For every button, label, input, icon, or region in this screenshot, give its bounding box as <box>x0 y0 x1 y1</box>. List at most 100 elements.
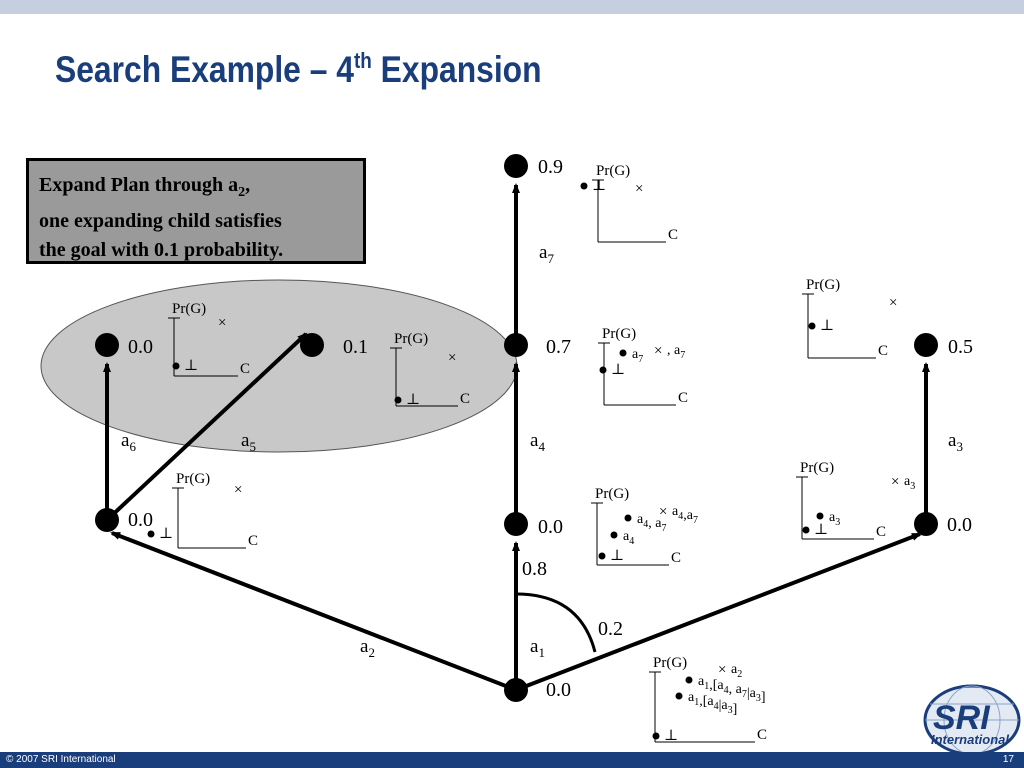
plot-point <box>675 692 683 700</box>
callout-line-3: the goal with 0.1 probability. <box>39 239 284 261</box>
plot-a3-lower: Pr(G) C ⊥ × a3 a3 <box>796 460 915 540</box>
plot-y-label: Pr(G) <box>800 460 834 476</box>
plot-bottom-marker: ⊥ <box>592 178 606 194</box>
plot-a5: Pr(G)C⊥× <box>390 331 470 408</box>
edges <box>103 183 930 692</box>
plot-y-label: Pr(G) <box>394 331 428 347</box>
callout-line-2: one expanding child satisfies <box>39 210 282 232</box>
plot-cross-marker: × <box>654 343 662 359</box>
plot-cross-marker: × <box>891 474 899 490</box>
node-value-a2: 0.0 <box>128 509 153 531</box>
edge-label-a1: a1 <box>530 636 545 660</box>
edge-label-a7: a7 <box>539 242 554 266</box>
plot-cross-marker: × <box>718 662 726 678</box>
node-value-a3b: 0.5 <box>948 336 973 358</box>
plot-x-label: C <box>876 524 886 540</box>
plot-cross-marker: × <box>218 315 226 331</box>
plot-point-label: a3 <box>829 510 840 528</box>
plot-cross-label: a2 <box>731 662 742 680</box>
node-value-a5: 0.1 <box>343 336 368 358</box>
plot-cross-label: , a7 <box>667 343 685 361</box>
plot-y-label: Pr(G) <box>653 655 687 671</box>
plot-y-label: Pr(G) <box>176 471 210 487</box>
footer-copyright: © 2007 SRI International <box>6 754 116 765</box>
plot-point-label: a4, a7 <box>637 512 666 534</box>
plot-cross-label: a3 <box>904 474 915 492</box>
plot-point <box>147 530 155 538</box>
plot-x-label: C <box>878 343 888 359</box>
plot-point <box>598 552 606 560</box>
plot-x-label: C <box>678 390 688 406</box>
branch-prob-left: 0.8 <box>522 558 547 580</box>
callout-box: Expand Plan through a2, one expanding ch… <box>26 158 366 264</box>
plot-bottom-marker: ⊥ <box>814 522 828 538</box>
branch-prob-right: 0.2 <box>598 618 623 640</box>
edge-label-a6: a6 <box>121 430 136 454</box>
plot-x-label: C <box>671 550 681 566</box>
plot-point <box>652 732 660 740</box>
node-a7 <box>504 154 528 178</box>
node-a2 <box>95 508 119 532</box>
title-superscript: th <box>353 48 372 73</box>
node-value-a7: 0.9 <box>538 156 563 178</box>
node-value-root: 0.0 <box>546 679 571 701</box>
footer-bar <box>0 752 1024 768</box>
node-a5 <box>300 333 324 357</box>
plot-bottom-marker: ⊥ <box>159 526 173 542</box>
sri-logo-subtext: International <box>931 732 1009 747</box>
plot-point-label: a7 <box>632 347 643 365</box>
branch-arc <box>515 592 597 653</box>
slide-title: Search Example – 4th Expansion <box>55 48 542 91</box>
plot-point-label: a1,[a4, a7|a3] <box>698 674 766 705</box>
nodes <box>95 154 938 702</box>
edge-a2 <box>110 531 517 692</box>
plot-cross-marker: × <box>659 504 667 520</box>
node-a6 <box>95 333 119 357</box>
plot-point <box>624 514 632 522</box>
plot-cross-marker: × <box>635 181 643 197</box>
plot-bottom-marker: ⊥ <box>611 362 625 378</box>
edge-label-a3-upper: a3 <box>948 430 963 454</box>
edge-a5 <box>105 332 308 522</box>
plot-bottom-marker: ⊥ <box>820 318 834 334</box>
plot-y-label: Pr(G) <box>602 326 636 342</box>
node-root <box>504 678 528 702</box>
edge-a3-lower <box>515 532 922 692</box>
plot-point <box>808 322 816 330</box>
plot-y-label: Pr(G) <box>596 163 630 179</box>
sri-logo-text: SRI <box>933 699 991 737</box>
plot-point <box>802 526 810 534</box>
plot-x-label: C <box>757 727 767 743</box>
plot-a2: Pr(G)C⊥× <box>147 471 258 549</box>
plot-a3-upper: Pr(G)C⊥× <box>802 277 897 359</box>
node-value-a3: 0.0 <box>947 514 972 536</box>
plot-point <box>394 396 402 404</box>
plot-bottom-marker: ⊥ <box>406 392 420 408</box>
highlight-ellipse <box>40 279 518 453</box>
edge-label-a2: a2 <box>360 636 375 660</box>
plot-x-label: C <box>240 361 250 377</box>
plot-a4: Pr(G) C ⊥ × , a7 a7 <box>598 326 688 406</box>
plot-y-label: Pr(G) <box>172 301 206 317</box>
node-value-a6: 0.0 <box>128 336 153 358</box>
plot-point <box>610 531 618 539</box>
plot-bottom-marker: ⊥ <box>610 548 624 564</box>
plot-point <box>580 182 588 190</box>
plot-point-label: a4 <box>623 529 634 547</box>
plot-point <box>599 366 607 374</box>
node-a1 <box>504 512 528 536</box>
plot-cross-label: a4,a7 <box>672 504 698 526</box>
node-a4 <box>504 333 528 357</box>
edge-label-a4: a4 <box>530 430 545 454</box>
plot-cross-marker: × <box>448 350 456 366</box>
sri-logo: SRI International <box>923 684 1021 756</box>
node-a3 <box>914 512 938 536</box>
plot-point <box>619 349 627 357</box>
plot-cross-marker: × <box>234 482 242 498</box>
title-main: Search Example – 4 <box>55 49 354 90</box>
title-tail: Expansion <box>371 49 542 90</box>
